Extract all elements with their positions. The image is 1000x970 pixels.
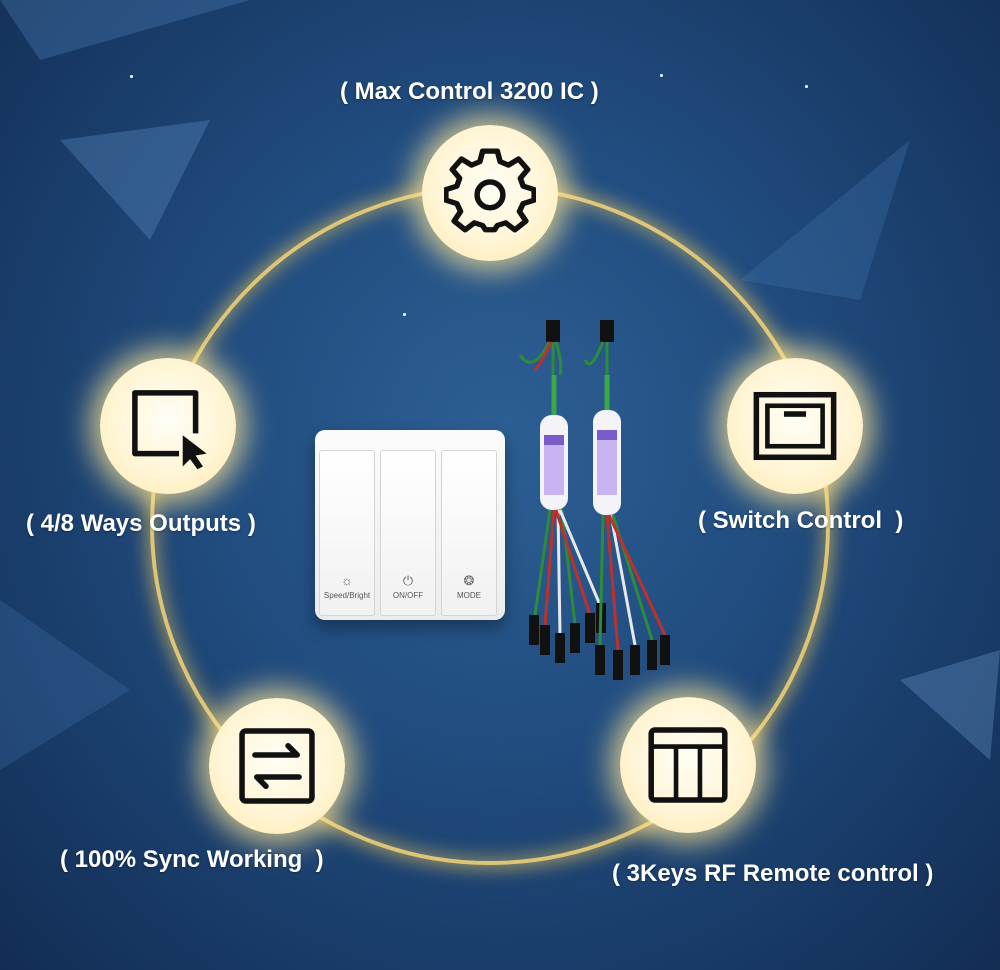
feature-node-ways-outputs bbox=[100, 358, 236, 494]
feature-label-rf-remote: ( 3Keys RF Remote control ) bbox=[612, 860, 934, 887]
mode-icon: ❂ bbox=[463, 573, 475, 588]
rf-remote-switch-panel: ☼ Speed/Bright ⏻ ON/OFF ❂ MODE bbox=[315, 430, 505, 620]
background-shard bbox=[60, 120, 210, 240]
feature-label-sync-working: ( 100% Sync Working ) bbox=[60, 846, 324, 873]
feature-label-switch-control: ( Switch Control ) bbox=[698, 507, 904, 534]
key-label: Speed/Bright bbox=[323, 591, 371, 600]
background-shard bbox=[0, 0, 250, 60]
controller-module-right bbox=[583, 320, 670, 680]
star bbox=[130, 75, 133, 78]
key-on-off: ⏻ ON/OFF bbox=[380, 450, 436, 616]
sun-icon: ☼ bbox=[341, 573, 353, 588]
background-shard bbox=[740, 140, 910, 300]
feature-node-sync-working bbox=[209, 698, 345, 834]
sync-arrows-icon bbox=[239, 728, 315, 804]
cursor-in-box-icon bbox=[132, 390, 207, 470]
key-label: ON/OFF bbox=[392, 591, 424, 600]
background-shard bbox=[0, 600, 130, 770]
feature-label-ways-outputs: ( 4/8 Ways Outputs ) bbox=[26, 510, 256, 537]
key-speed-bright: ☼ Speed/Bright bbox=[319, 450, 375, 616]
background-shard bbox=[900, 650, 1000, 760]
controller-modules-image bbox=[518, 320, 670, 680]
three-key-panel-icon bbox=[648, 727, 728, 803]
controller-module-left bbox=[518, 320, 606, 663]
feature-node-switch-control bbox=[727, 358, 863, 494]
key-label: MODE bbox=[457, 591, 481, 600]
feature-node-rf-remote bbox=[620, 697, 756, 833]
star bbox=[805, 85, 808, 88]
feature-label-max-control: ( Max Control 3200 IC ) bbox=[340, 78, 599, 105]
key-mode: ❂ MODE bbox=[441, 450, 497, 616]
gear-icon bbox=[444, 148, 536, 233]
feature-node-max-control bbox=[422, 125, 558, 261]
switch-panel-icon bbox=[753, 391, 837, 461]
star bbox=[660, 74, 663, 77]
power-icon: ⏻ bbox=[402, 573, 414, 588]
